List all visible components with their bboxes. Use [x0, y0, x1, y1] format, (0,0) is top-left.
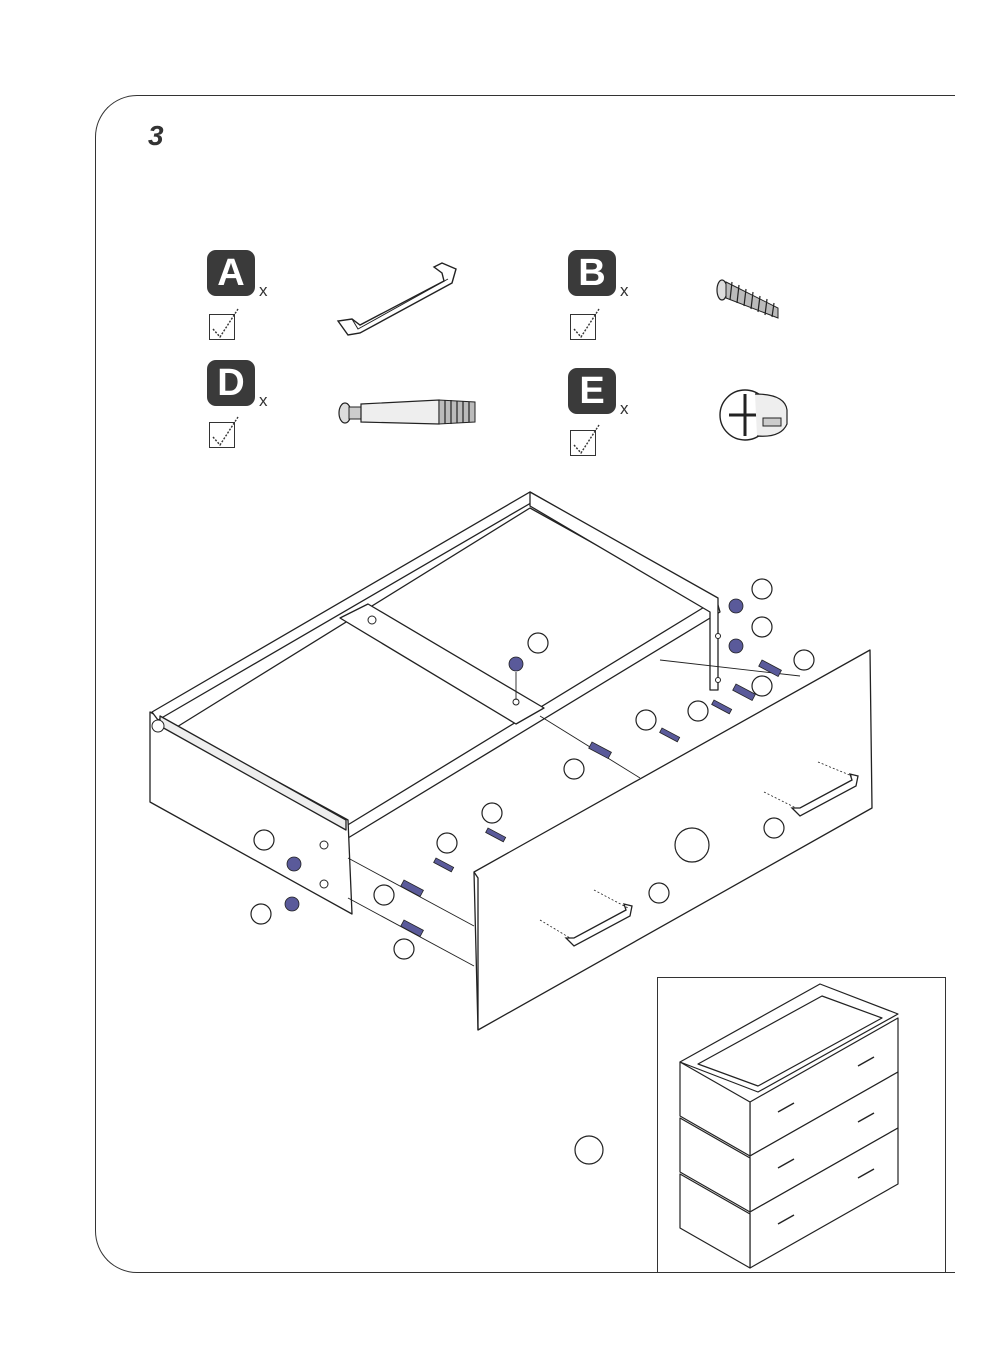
finished-drawers-illustration	[658, 978, 947, 1274]
finished-drawers-inset	[657, 977, 946, 1273]
